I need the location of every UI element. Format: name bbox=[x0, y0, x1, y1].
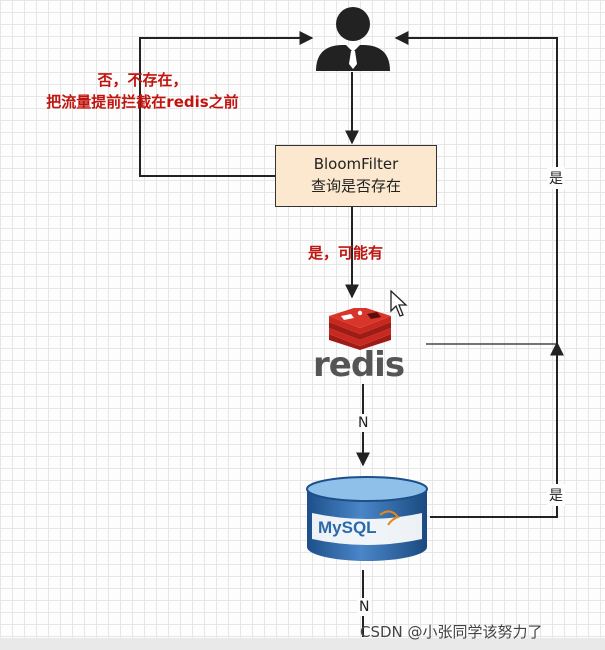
edge-label-redis-yes: 是 bbox=[547, 167, 565, 189]
reject-note-line2: 把流量提前拦截在redis之前 bbox=[46, 93, 239, 111]
bottom-strip bbox=[0, 638, 605, 650]
edge-label-maybe: 是，可能有 bbox=[308, 244, 384, 262]
mouse-cursor-icon bbox=[390, 290, 408, 317]
edge-bloomfilter-reject-to-user bbox=[139, 31, 314, 177]
reject-note-line1: 否，不存在， bbox=[97, 71, 188, 89]
redis-label: redis bbox=[313, 345, 405, 385]
edge-label-mysql-yes: 是 bbox=[547, 484, 565, 506]
csdn-watermark: CSDN @小张同学该努力了 bbox=[360, 623, 543, 641]
redis-logo-icon bbox=[329, 308, 391, 350]
edge-right-return-to-user bbox=[394, 31, 558, 344]
edge-label-mysql-no: N bbox=[357, 598, 372, 616]
edge-mysql-yes bbox=[430, 341, 564, 518]
edge-label-redis-no: N bbox=[356, 414, 371, 432]
user-person-icon bbox=[316, 7, 390, 71]
reject-note: 否，不存在， 把流量提前拦截在redis之前 bbox=[30, 69, 255, 113]
mysql-label: MySQL bbox=[318, 518, 377, 537]
mysql-database-icon bbox=[306, 476, 428, 561]
bloomfilter-title: BloomFilter bbox=[313, 155, 399, 173]
bloomfilter-subtitle: 查询是否存在 bbox=[310, 177, 401, 195]
bloomfilter-box: BloomFilter 查询是否存在 bbox=[275, 145, 437, 207]
